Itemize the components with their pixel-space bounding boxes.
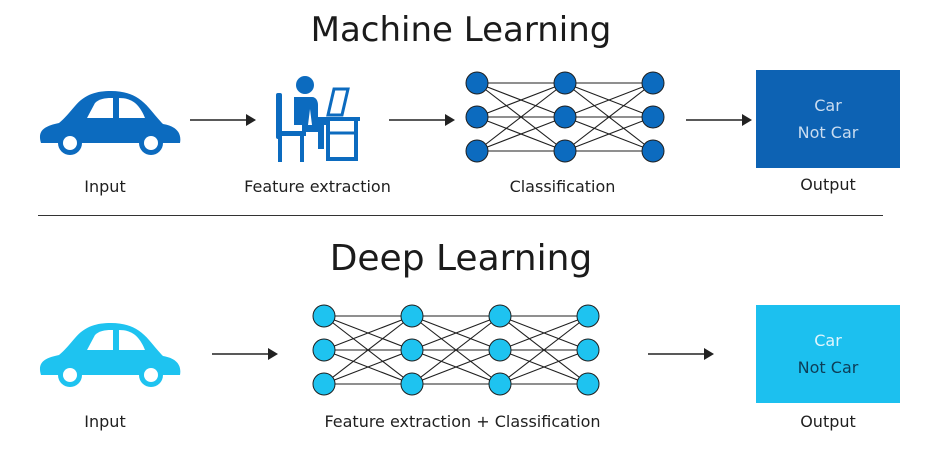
ml-network-node	[465, 71, 489, 95]
dl-network-node	[312, 304, 336, 328]
ml-neural-network	[465, 71, 665, 163]
dl-output-box: Car Not Car	[756, 305, 900, 403]
ml-network-node	[465, 105, 489, 129]
dl-neural-network	[312, 304, 600, 396]
dl-combined-label: Feature extraction + Classification	[324, 412, 601, 431]
dl-network-node	[312, 338, 336, 362]
dl-network-connection	[323, 315, 413, 351]
ml-network-node	[641, 105, 665, 129]
dl-output-label: Output	[800, 412, 856, 431]
dl-network-connection	[411, 315, 501, 351]
dl-input-label: Input	[84, 412, 126, 431]
dl-network-connection	[323, 349, 413, 385]
dl-network-node	[488, 372, 512, 396]
dl-network-node	[400, 338, 424, 362]
dl-arrow-1	[212, 348, 278, 360]
dl-network-connection	[499, 349, 589, 385]
ml-arrow-1	[190, 114, 256, 126]
ml-input-label: Input	[84, 177, 126, 196]
ml-network-node	[641, 71, 665, 95]
dl-network-node	[488, 304, 512, 328]
dl-network-node	[576, 304, 600, 328]
ml-feature-label: Feature extraction	[244, 177, 391, 196]
ml-network-node	[553, 139, 577, 163]
dl-network-node	[312, 372, 336, 396]
ml-network-node	[553, 105, 577, 129]
dl-network-connection	[411, 315, 501, 385]
ml-output-label: Output	[800, 175, 856, 194]
ml-network-connection	[476, 82, 566, 118]
person-at-computer-icon	[276, 76, 360, 162]
ml-output-box: Car Not Car	[756, 70, 900, 168]
ml-network-connection	[564, 116, 654, 152]
ml-network-node	[465, 139, 489, 163]
dl-network-connection	[411, 349, 501, 385]
dl-title: Deep Learning	[329, 238, 593, 279]
dl-arrow-2	[648, 348, 714, 360]
ml-title: Machine Learning	[310, 10, 612, 50]
ml-network-node	[553, 71, 577, 95]
ml-network-connection	[476, 116, 566, 152]
dl-network-node	[576, 372, 600, 396]
ml-output-option-car: Car	[814, 96, 842, 115]
ml-arrow-3	[686, 114, 752, 126]
dl-network-node	[400, 304, 424, 328]
ml-network-connection	[564, 82, 654, 152]
dl-output-option-car: Car	[814, 331, 842, 350]
section-divider	[38, 215, 883, 216]
ml-network-node	[641, 139, 665, 163]
ml-network-connection	[564, 82, 654, 118]
dl-network-node	[400, 372, 424, 396]
dl-output-option-not-car: Not Car	[797, 358, 859, 377]
ml-car-icon	[39, 91, 181, 155]
dl-network-node	[576, 338, 600, 362]
dl-network-connection	[499, 315, 589, 351]
dl-network-node	[488, 338, 512, 362]
ml-arrow-2	[389, 114, 455, 126]
dl-network-connection	[323, 315, 413, 385]
ml-network-connection	[476, 82, 566, 152]
dl-car-icon	[39, 323, 181, 387]
ml-output-option-not-car: Not Car	[797, 123, 859, 142]
ml-classification-label: Classification	[509, 177, 616, 196]
dl-network-connection	[499, 315, 589, 385]
